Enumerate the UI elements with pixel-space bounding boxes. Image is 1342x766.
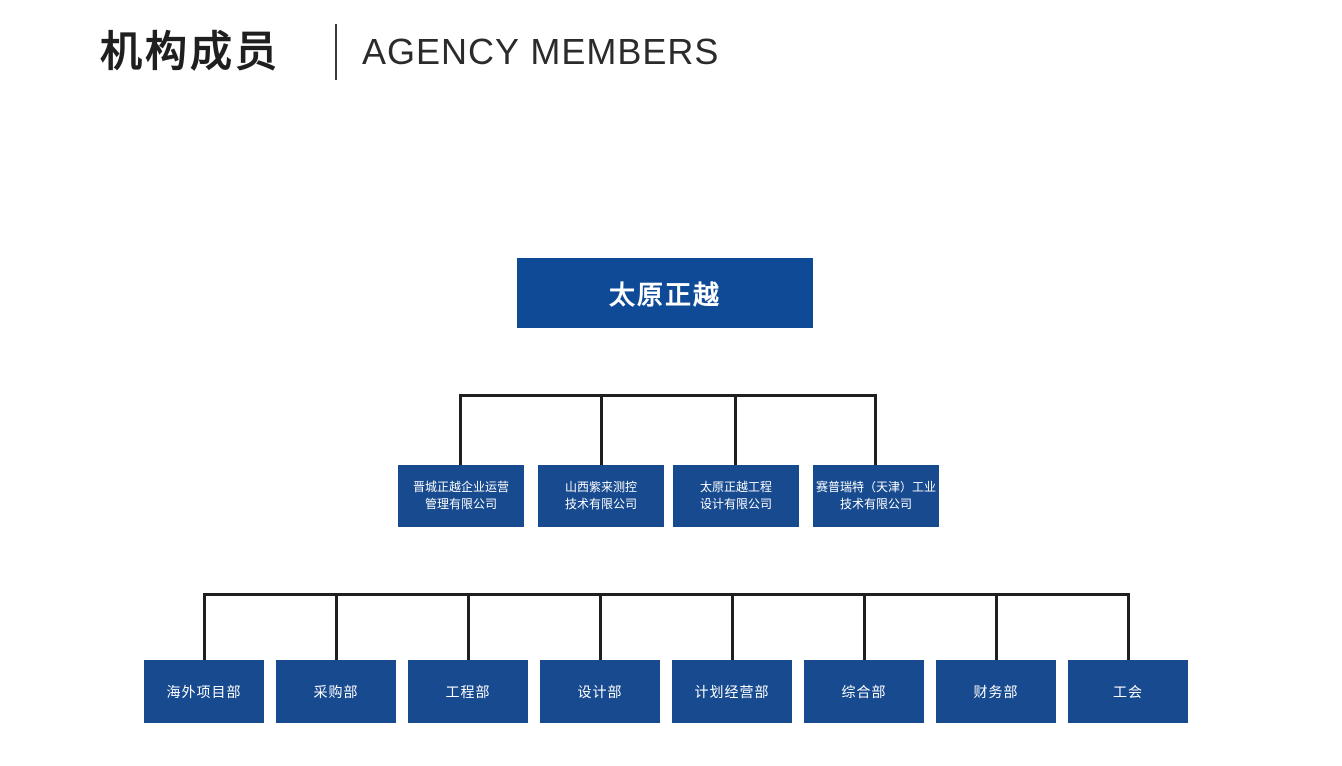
org-subsidiary-label-line2: 管理有限公司: [424, 497, 497, 511]
header-divider: [335, 24, 338, 80]
connector-line: [459, 394, 462, 466]
org-department-label: 工会: [1113, 683, 1143, 700]
org-subsidiary-label-line1: 山西紫来测控: [564, 479, 637, 494]
org-subsidiary-node: 晋城正越企业运营 管理有限公司: [398, 465, 524, 527]
org-department-node: 计划经营部: [672, 660, 792, 723]
connector-line: [335, 593, 338, 661]
connector-line: [731, 593, 734, 661]
connector-line: [1127, 593, 1130, 661]
connector-line-level1: [459, 394, 877, 397]
org-subsidiary-node: 山西紫来测控 技术有限公司: [538, 465, 664, 527]
org-department-label: 采购部: [313, 683, 359, 700]
connector-line: [467, 593, 470, 661]
org-subsidiary-node: 赛普瑞特（天津）工业 技术有限公司: [813, 465, 939, 527]
org-department-node: 采购部: [276, 660, 396, 723]
connector-line: [995, 593, 998, 661]
org-subsidiary-node: 太原正越工程 设计有限公司: [673, 465, 799, 527]
org-department-node: 财务部: [936, 660, 1056, 723]
org-subsidiary-label-line2: 技术有限公司: [839, 497, 912, 511]
org-department-label: 海外项目部: [166, 683, 242, 700]
org-root-label: 太原正越: [608, 279, 721, 310]
org-department-label: 工程部: [445, 683, 491, 700]
page-header: 机构成员 AGENCY MEMBERS: [100, 22, 719, 82]
org-department-node: 设计部: [540, 660, 660, 723]
connector-line: [600, 394, 603, 466]
org-subsidiary-label-line2: 设计有限公司: [699, 497, 772, 511]
org-subsidiary-label-line2: 技术有限公司: [564, 497, 637, 511]
org-subsidiary-label-line1: 晋城正越企业运营: [412, 479, 509, 494]
connector-line: [203, 593, 206, 661]
org-department-label: 设计部: [577, 683, 623, 700]
page-title-chinese: 机构成员: [100, 28, 281, 75]
connector-line: [599, 593, 602, 661]
org-department-node: 工程部: [408, 660, 528, 723]
org-department-label: 计划经营部: [694, 683, 770, 700]
org-department-node: 工会: [1068, 660, 1188, 723]
connector-line: [734, 394, 737, 466]
org-subsidiary-label-line1: 赛普瑞特（天津）工业: [815, 479, 936, 494]
org-department-label: 综合部: [841, 683, 887, 700]
org-department-node: 综合部: [804, 660, 924, 723]
connector-line: [863, 593, 866, 661]
org-root-node: 太原正越: [517, 258, 813, 328]
org-department-node: 海外项目部: [144, 660, 264, 723]
connector-line: [874, 394, 877, 466]
org-department-label: 财务部: [973, 683, 1019, 700]
connector-line-level2: [203, 593, 1130, 596]
page-title-english: AGENCY MEMBERS: [362, 31, 720, 72]
org-subsidiary-label-line1: 太原正越工程: [699, 479, 772, 494]
